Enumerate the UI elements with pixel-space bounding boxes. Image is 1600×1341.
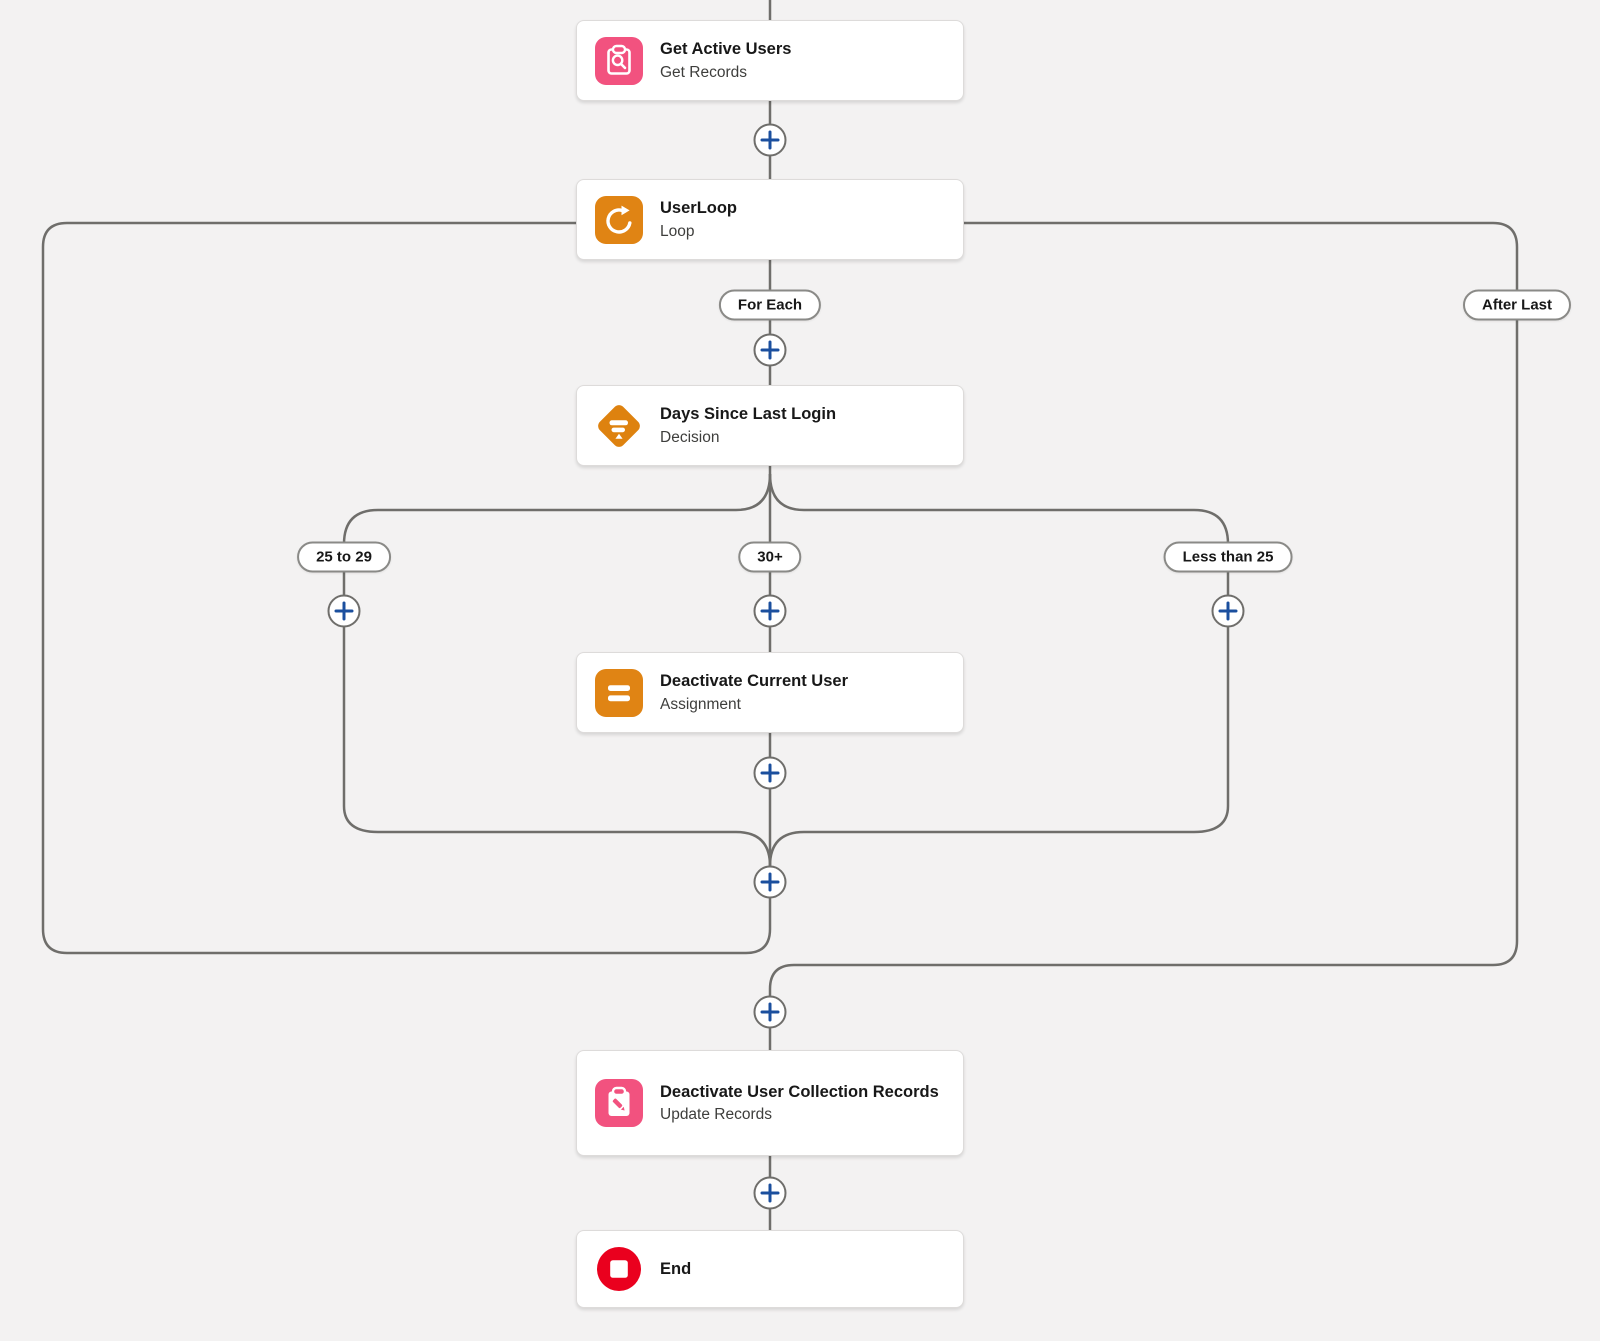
connector-after-last [768, 221, 1519, 1050]
assignment-equals-icon [595, 668, 643, 717]
add-element-button[interactable] [753, 333, 787, 367]
loop-icon [595, 195, 643, 244]
add-element-button[interactable] [327, 594, 361, 628]
flow-node-end[interactable]: End [576, 1230, 964, 1308]
add-element-button[interactable] [753, 1176, 787, 1210]
connector-label-for-each: For Each [718, 289, 822, 321]
connector-label-outcome-30-plus: 30+ [738, 541, 802, 573]
add-element-button[interactable] [753, 594, 787, 628]
flow-node-days-since-last-login[interactable]: Days Since Last Login Decision [576, 385, 964, 466]
node-title: End [660, 1259, 692, 1278]
flow-node-userloop[interactable]: UserLoop Loop [576, 179, 964, 260]
decision-signpost-icon [595, 402, 643, 450]
node-title: UserLoop [660, 199, 738, 218]
add-element-button[interactable] [753, 995, 787, 1029]
node-subtitle: Get Records [660, 63, 748, 81]
connector-label-after-last: After Last [1462, 289, 1572, 321]
record-lookup-icon [595, 36, 643, 85]
node-subtitle: Update Records [660, 1106, 773, 1124]
connector-branch-25-29 [342, 473, 772, 867]
node-title: Days Since Last Login [660, 405, 837, 424]
add-element-button[interactable] [753, 123, 787, 157]
node-title: Deactivate Current User [660, 672, 848, 691]
connector-branch-less-25 [768, 473, 1230, 867]
add-element-button[interactable] [753, 756, 787, 790]
record-update-icon [595, 1079, 643, 1127]
node-title: Get Active Users [660, 40, 792, 59]
node-subtitle: Decision [660, 428, 720, 446]
flow-node-deactivate-current-user[interactable]: Deactivate Current User Assignment [576, 652, 964, 733]
add-element-button[interactable] [1211, 594, 1245, 628]
end-stop-icon [595, 1245, 643, 1293]
node-subtitle: Assignment [660, 695, 741, 713]
connector-label-outcome-less-25: Less than 25 [1163, 541, 1293, 573]
flow-node-deactivate-user-collection-records[interactable]: Deactivate User Collection Records Updat… [576, 1050, 964, 1156]
connector-loop-back [41, 221, 772, 955]
node-title: Deactivate User Collection Records [660, 1082, 939, 1101]
flow-node-get-active-users[interactable]: Get Active Users Get Records [576, 20, 964, 101]
add-element-button[interactable] [753, 865, 787, 899]
node-subtitle: Loop [660, 222, 695, 240]
connector-label-outcome-25-29: 25 to 29 [297, 541, 391, 573]
